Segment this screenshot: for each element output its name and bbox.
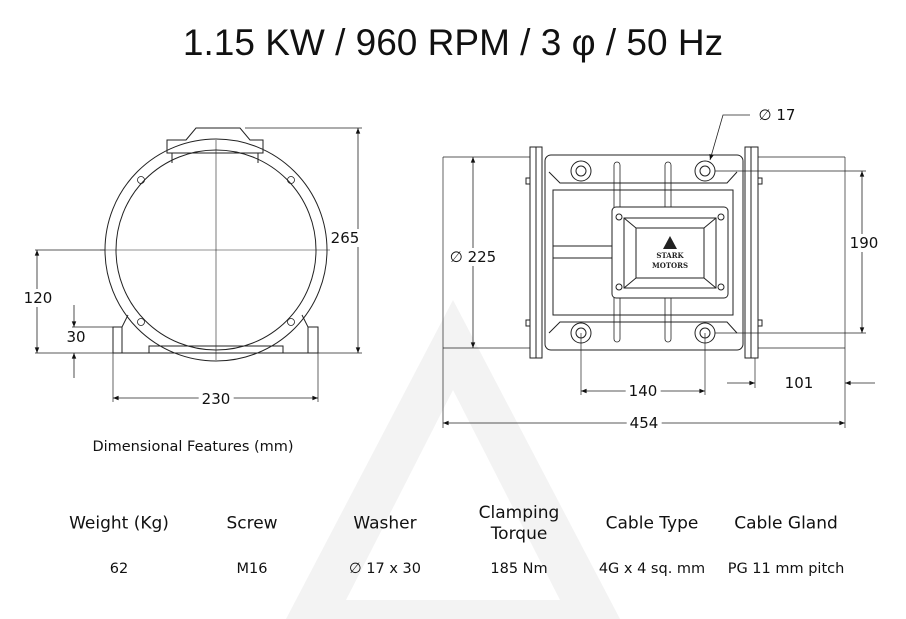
front-view [34,127,362,402]
value-weight: 62 [109,561,129,577]
logo-text-stark: STARK [656,251,684,260]
dim-hole-diameter: ∅ 17 [755,106,799,124]
value-washer: ∅ 17 x 30 [349,561,421,577]
watermark-logo [286,300,620,619]
dim-height-265: 265 [327,229,363,247]
header-screw: Screw [226,513,278,534]
dim-foot-span-230: 230 [198,390,234,408]
header-weight: Weight (Kg) [69,513,169,534]
dim-flange-offset-101: 101 [781,374,817,392]
dim-overall-length-454: 454 [626,414,662,432]
value-cable-type: 4G x 4 sq. mm [598,561,706,577]
header-washer: Washer [353,513,417,534]
dim-axis-height-120: 120 [20,289,56,307]
caption: Dimensional Features (mm) [92,439,294,455]
page-title: 1.15 KW / 960 RPM / 3 φ / 50 Hz [182,22,724,63]
dim-foot-height-30: 30 [63,328,89,346]
dim-hole-spacing-140: 140 [625,382,661,400]
side-view: STARK MOTORS [442,114,875,428]
stark-motors-logo-icon [663,236,677,249]
header-cable-gland: Cable Gland [734,513,838,534]
header-cable-type: Cable Type [605,513,699,534]
value-clamping-torque: 185 Nm [490,561,548,577]
dim-body-diameter: ∅ 225 [446,248,500,266]
value-cable-gland: PG 11 mm pitch [727,561,845,577]
header-clamping-torque: Clamping Torque [478,503,560,544]
dim-hole-spacing-190: 190 [846,234,882,252]
logo-text-motors: MOTORS [652,261,688,270]
value-screw: M16 [236,561,268,577]
